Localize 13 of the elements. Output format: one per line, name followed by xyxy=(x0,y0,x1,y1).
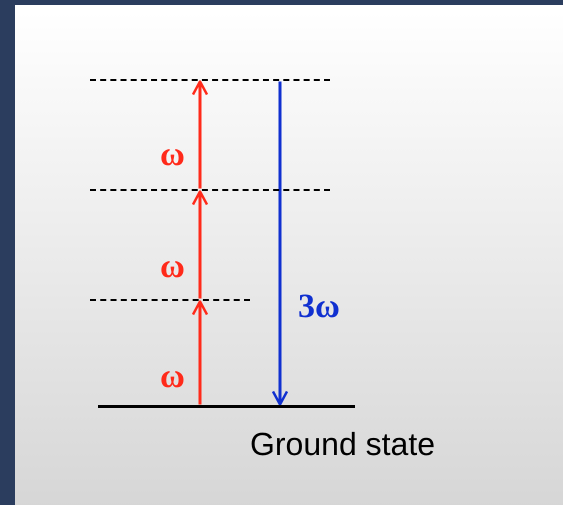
virtual-level-line xyxy=(90,79,330,81)
ground-level-line xyxy=(98,404,355,408)
edge-label: ω xyxy=(160,138,185,172)
transition-arrow xyxy=(192,190,208,298)
edge-label: 3ω xyxy=(298,290,340,324)
transition-arrow xyxy=(272,82,288,406)
virtual-level-line xyxy=(90,189,330,191)
transition-arrow xyxy=(192,300,208,404)
virtual-level-line xyxy=(90,299,250,301)
level-label: Ground state xyxy=(250,428,435,460)
transition-arrow xyxy=(192,80,208,188)
edge-label: ω xyxy=(160,360,185,394)
edge-label: ω xyxy=(160,250,185,284)
